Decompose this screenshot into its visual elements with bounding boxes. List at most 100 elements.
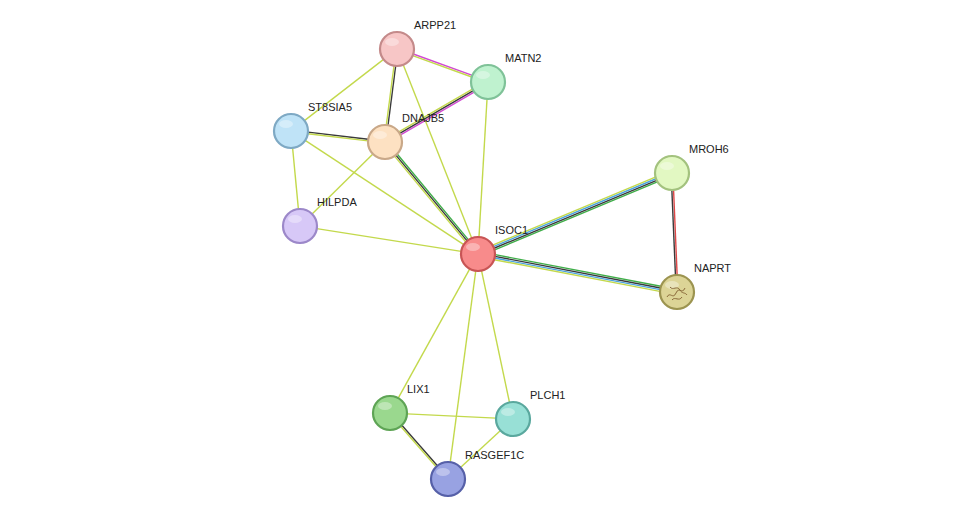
- node-fill: [660, 275, 694, 309]
- evidence-line: [308, 132, 368, 139]
- evidence-line: [493, 179, 656, 247]
- interaction-edge: [482, 271, 510, 403]
- node-fill: [283, 209, 317, 243]
- evidence-line: [308, 134, 368, 141]
- node-highlight: [373, 131, 387, 139]
- protein-label: PLCH1: [530, 389, 565, 401]
- evidence-line: [495, 182, 658, 250]
- protein-label: DNAJB5: [402, 112, 444, 124]
- protein-node: ST8SIA5: [272, 112, 310, 150]
- interaction-edge: [304, 59, 383, 120]
- interaction-edge: [317, 229, 461, 252]
- evidence-line: [312, 154, 373, 214]
- protein-node: ARPP21: [378, 30, 416, 68]
- evidence-line: [401, 92, 475, 135]
- evidence-line: [495, 258, 661, 290]
- evidence-line: [400, 91, 474, 134]
- protein-node: HILPDA: [281, 207, 319, 245]
- evidence-line: [413, 56, 472, 77]
- node-circle: [653, 154, 691, 192]
- protein-label: ARPP21: [414, 19, 456, 31]
- interaction-edge: [493, 177, 658, 250]
- node-highlight: [436, 468, 450, 476]
- node-circle: [429, 460, 467, 498]
- evidence-line: [402, 425, 438, 465]
- evidence-line: [388, 66, 396, 125]
- evidence-line: [395, 156, 466, 242]
- interaction-edge: [479, 99, 487, 237]
- interaction-edge: [386, 66, 395, 125]
- node-highlight: [279, 120, 293, 128]
- evidence-line: [401, 426, 437, 466]
- node-fill: [655, 156, 689, 190]
- node-circle: [459, 235, 497, 273]
- node-circle: [494, 400, 532, 438]
- protein-node: MATN2: [469, 63, 507, 101]
- evidence-line: [399, 89, 473, 132]
- evidence-line: [317, 229, 461, 252]
- evidence-line: [495, 255, 661, 287]
- protein-label: HILPDA: [317, 196, 357, 208]
- protein-label: NAPRT: [694, 262, 731, 274]
- node-circle: [469, 63, 507, 101]
- interaction-edge: [395, 154, 469, 242]
- node-circle: [272, 112, 310, 150]
- node-circle: [378, 30, 416, 68]
- protein-label: LIX1: [407, 383, 430, 395]
- protein-label: MATN2: [505, 52, 541, 64]
- evidence-line: [398, 269, 470, 398]
- evidence-line: [386, 66, 394, 125]
- interaction-edge: [312, 154, 373, 214]
- protein-label: MROH6: [689, 143, 729, 155]
- interaction-edge: [672, 190, 677, 275]
- protein-structure: [667, 287, 687, 300]
- protein-label: ST8SIA5: [308, 101, 352, 113]
- node-highlight: [476, 71, 490, 79]
- node-highlight: [378, 402, 392, 410]
- interaction-edge: [308, 132, 368, 141]
- protein-label: ISOC1: [495, 224, 528, 236]
- evidence-line: [450, 271, 476, 462]
- node-fill: [274, 114, 308, 148]
- protein-node: PLCH1: [494, 400, 532, 438]
- interaction-edge: [398, 269, 470, 398]
- evidence-line: [482, 271, 510, 403]
- node-highlight: [501, 408, 515, 416]
- evidence-line: [479, 99, 487, 237]
- node-fill: [368, 125, 402, 159]
- node-circle: [371, 394, 409, 432]
- node-fill: [431, 462, 465, 496]
- evidence-line: [672, 190, 676, 275]
- interaction-edge: [413, 54, 473, 77]
- node-highlight: [660, 162, 674, 170]
- node-highlight: [466, 243, 480, 251]
- interaction-edge: [401, 425, 438, 467]
- evidence-line: [397, 154, 468, 240]
- interaction-edge: [293, 148, 299, 209]
- node-fill: [496, 402, 530, 436]
- protein-node: LIX1: [371, 394, 409, 432]
- protein-node: ISOC1: [459, 235, 497, 273]
- interaction-edge: [399, 89, 474, 135]
- protein-label: RASGEF1C: [465, 449, 524, 461]
- evidence-line: [396, 155, 467, 241]
- protein-node: DNAJB5: [366, 123, 404, 161]
- node-fill: [461, 237, 495, 271]
- node-fill: [373, 396, 407, 430]
- protein-node: MROH6: [653, 154, 691, 192]
- evidence-line: [293, 148, 299, 209]
- node-fill: [380, 32, 414, 66]
- node-circle: [366, 123, 404, 161]
- node-highlight: [385, 38, 399, 46]
- evidence-line: [304, 59, 383, 120]
- node-fill: [471, 65, 505, 99]
- evidence-line: [407, 414, 496, 418]
- interaction-edge: [494, 255, 661, 292]
- evidence-line: [493, 177, 656, 245]
- node-circle: [658, 273, 696, 311]
- node-circle: [281, 207, 319, 245]
- evidence-line: [495, 256, 661, 288]
- evidence-line: [494, 260, 660, 292]
- evidence-line: [494, 180, 657, 248]
